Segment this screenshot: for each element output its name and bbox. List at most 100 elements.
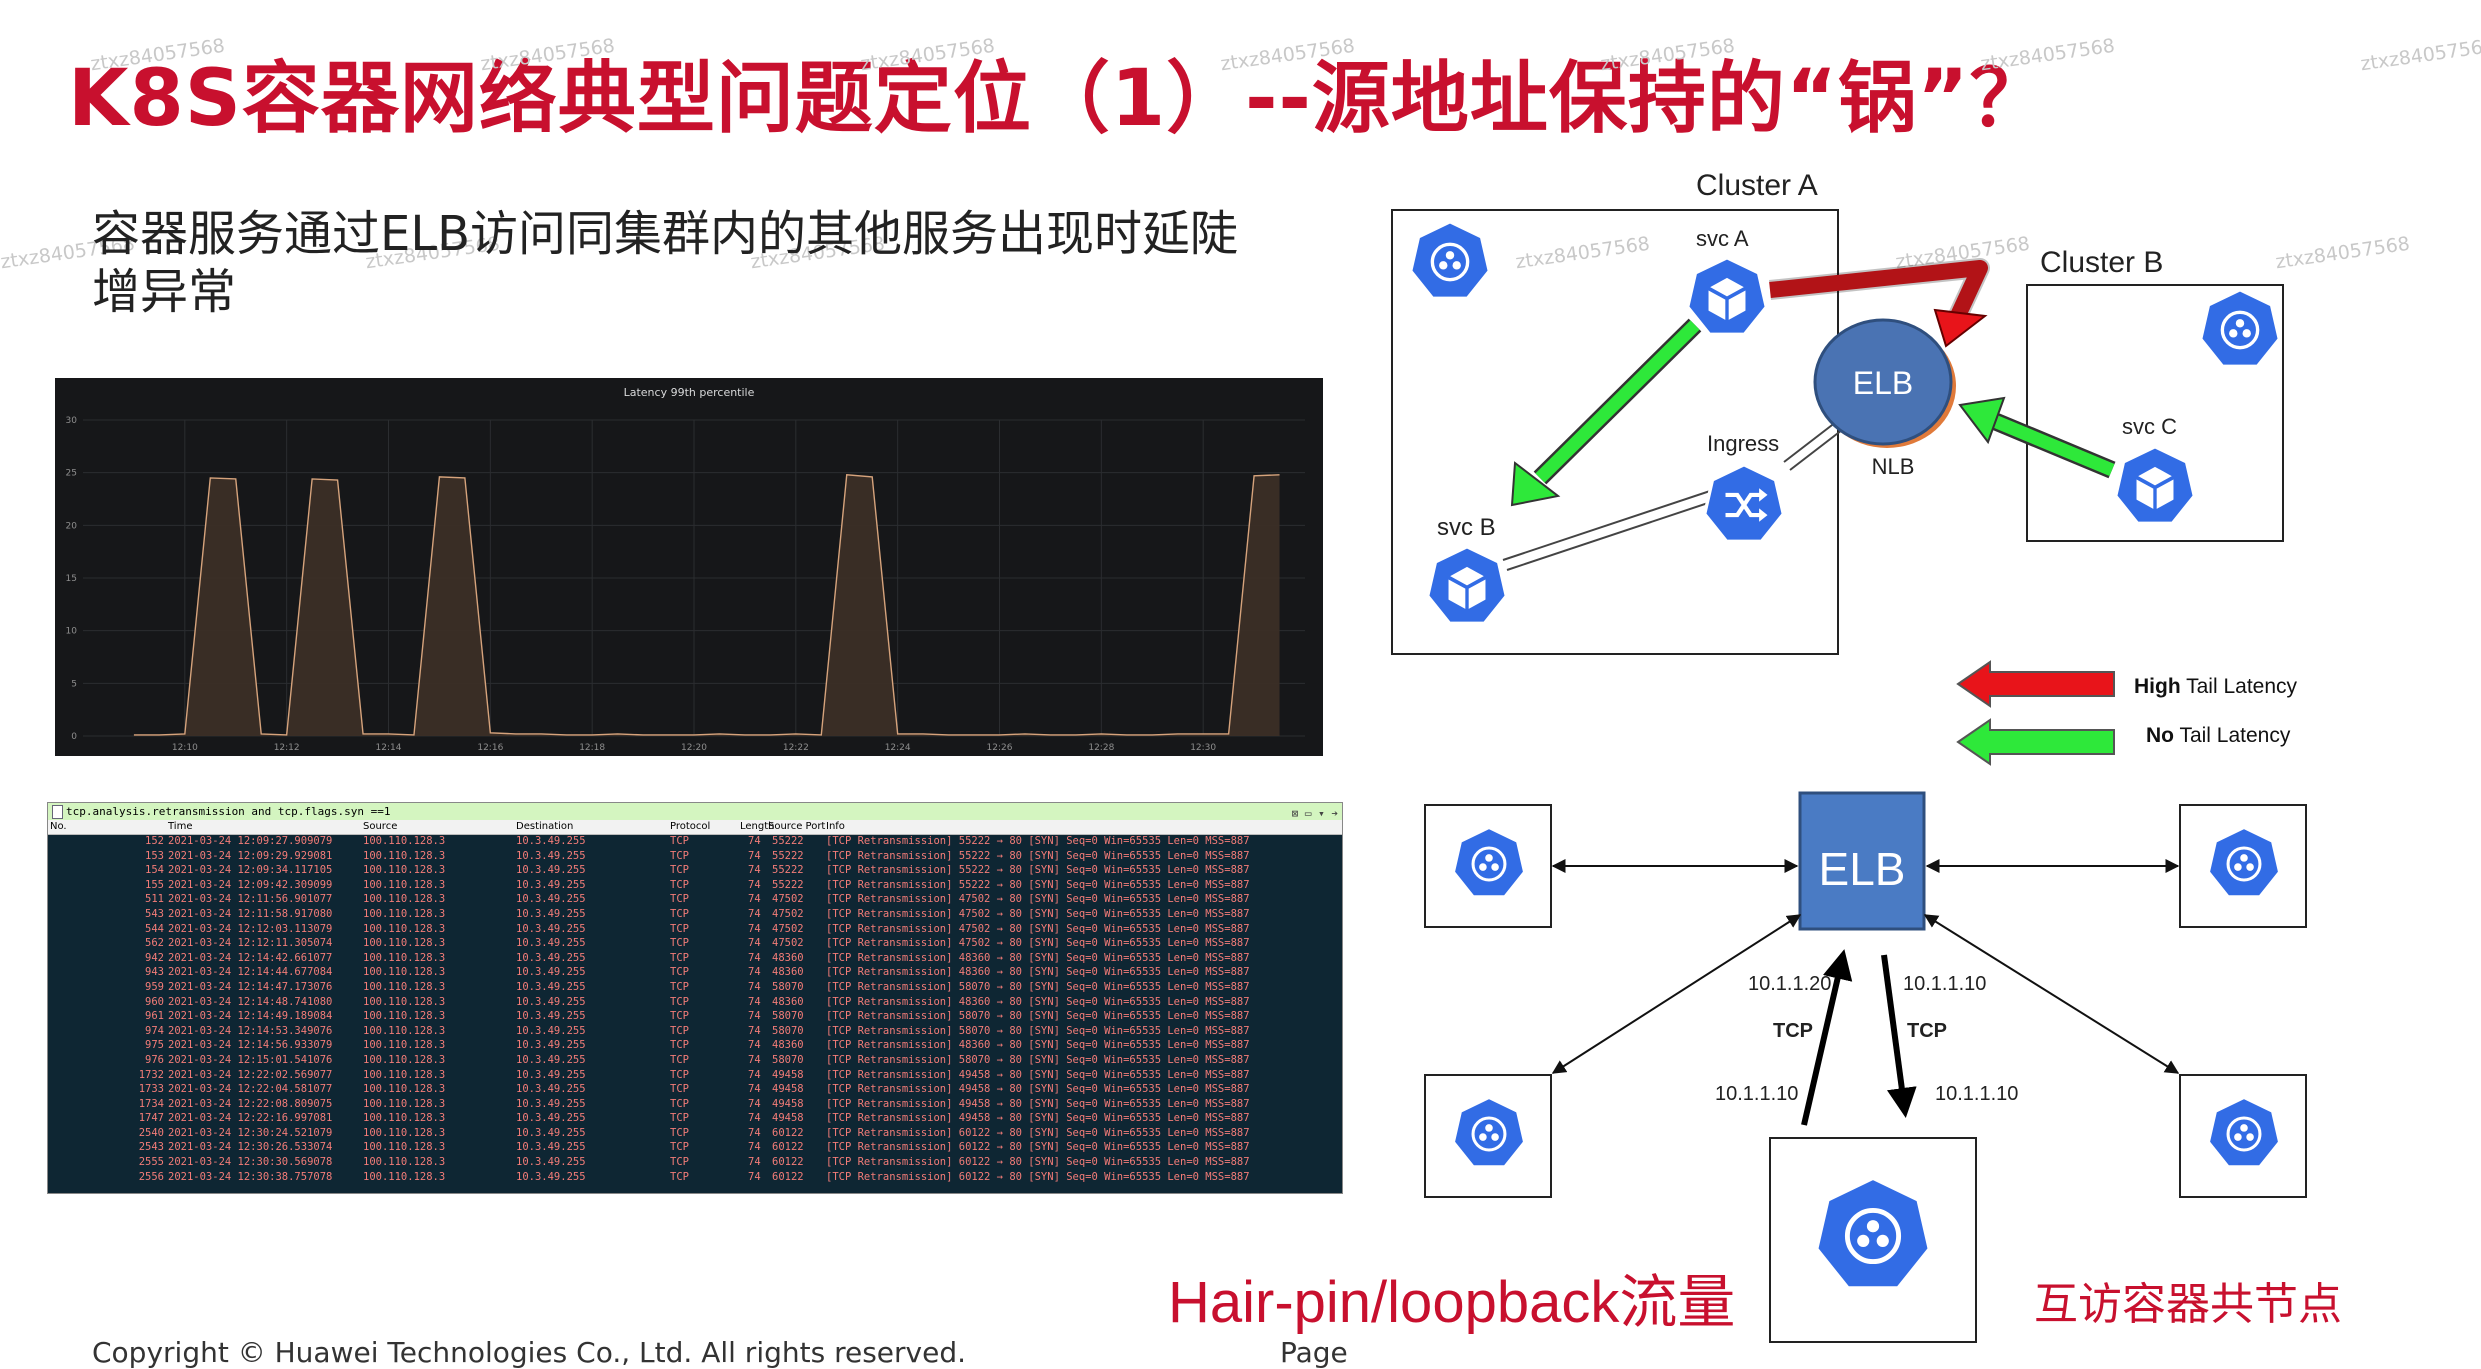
- column-header[interactable]: Source: [363, 821, 398, 832]
- ip-left-top: 10.1.1.20: [1748, 973, 1831, 995]
- column-header[interactable]: Destination: [516, 821, 574, 832]
- packet-cell: [TCP Retransmission] 49458 → 80 [SYN] Se…: [826, 1068, 1250, 1081]
- packet-cell: TCP: [670, 922, 689, 935]
- packet-cell: 74: [748, 966, 761, 979]
- elb-node: [1813, 318, 1953, 446]
- filter-text[interactable]: tcp.analysis.retransmission and tcp.flag…: [66, 805, 391, 818]
- column-header[interactable]: Time: [168, 821, 193, 832]
- packet-cell: 10.3.49.255: [516, 1083, 586, 1096]
- packet-cell: [TCP Retransmission] 58070 → 80 [SYN] Se…: [826, 980, 1250, 993]
- packet-cell: TCP: [670, 864, 689, 877]
- packet-cell: 10.3.49.255: [516, 878, 586, 891]
- column-header[interactable]: Info: [826, 821, 845, 832]
- column-header[interactable]: No.: [50, 821, 67, 832]
- packet-cell: [TCP Retransmission] 49458 → 80 [SYN] Se…: [826, 1112, 1250, 1125]
- ip-left-bottom: 10.1.1.10: [1715, 1083, 1798, 1105]
- k8s-node-icon: [1451, 1096, 1527, 1169]
- node-box-bottom-center: [1769, 1137, 1977, 1343]
- green-arrow-head: [1510, 461, 1561, 507]
- packet-cell: 74: [748, 951, 761, 964]
- packet-cell: 10.3.49.255: [516, 849, 586, 862]
- packet-cell: 10.3.49.255: [516, 835, 586, 847]
- packet-cell: 2021-03-24 12:09:29.929081: [168, 849, 333, 862]
- packet-cell: 2021-03-24 12:14:48.741080: [168, 995, 333, 1008]
- packet-cell: TCP: [670, 1068, 689, 1081]
- node-box-bottom-right: [2179, 1074, 2307, 1198]
- packet-cell: 48360: [772, 995, 804, 1008]
- packet-cell: 58070: [772, 980, 804, 993]
- packet-cell: 2556: [138, 1170, 164, 1183]
- packet-cell: TCP: [670, 1156, 689, 1169]
- ingress-elb-link: [1783, 411, 1850, 463]
- packet-cell: [TCP Retransmission] 48360 → 80 [SYN] Se…: [826, 1039, 1250, 1052]
- red-arrow-outline: [1768, 258, 1990, 327]
- filter-controls-icon[interactable]: ⊠ ▭ ▾ ➔: [1291, 807, 1338, 820]
- watermark: ztxz84057568: [1514, 232, 1652, 274]
- column-header[interactable]: Length: [740, 821, 775, 832]
- column-header[interactable]: Source Port: [768, 821, 826, 832]
- packet-cell: 10.3.49.255: [516, 1141, 586, 1154]
- column-header[interactable]: Protocol: [670, 821, 711, 832]
- packet-cell: [TCP Retransmission] 60122 → 80 [SYN] Se…: [826, 1141, 1250, 1154]
- packet-cell: 74: [748, 980, 761, 993]
- tcp-arrow-up: [1801, 949, 1853, 1126]
- packet-cell: TCP: [670, 1053, 689, 1066]
- packet-cell: TCP: [670, 1097, 689, 1110]
- packet-cell: 74: [748, 1112, 761, 1125]
- link-elb-bottom-right: [1923, 914, 2180, 1074]
- packet-cell: 74: [748, 849, 761, 862]
- packet-cell: 2021-03-24 12:22:08.809075: [168, 1097, 333, 1110]
- packet-cell: 10.3.49.255: [516, 1156, 586, 1169]
- packet-cell: 74: [748, 1053, 761, 1066]
- packet-cell: 2021-03-24 12:11:56.901077: [168, 893, 333, 906]
- ip-right-bottom: 10.1.1.10: [1935, 1083, 2018, 1105]
- packet-cell: 974: [145, 1024, 164, 1037]
- packet-cell: [TCP Retransmission] 60122 → 80 [SYN] Se…: [826, 1156, 1250, 1169]
- packet-cell: 10.3.49.255: [516, 1024, 586, 1037]
- packet-cell: 100.110.128.3: [363, 878, 446, 891]
- x-tick-label: 12:14: [376, 743, 402, 753]
- packet-cell: 100.110.128.3: [363, 1156, 446, 1169]
- svc-c-icon: [2114, 445, 2196, 525]
- bookmark-icon[interactable]: [52, 805, 63, 819]
- packet-cell: 10.3.49.255: [516, 1126, 586, 1139]
- display-filter-bar[interactable]: tcp.analysis.retransmission and tcp.flag…: [48, 803, 1342, 820]
- packet-cell: TCP: [670, 907, 689, 920]
- packet-cell: 2021-03-24 12:14:44.677084: [168, 966, 333, 979]
- packet-cell: 2021-03-24 12:12:11.305074: [168, 937, 333, 950]
- legend-no-bold: No: [2146, 724, 2174, 747]
- x-tick-label: 12:12: [274, 743, 300, 753]
- packet-cell: 975: [145, 1039, 164, 1052]
- packet-cell: 100.110.128.3: [363, 1024, 446, 1037]
- wireshark-panel: tcp.analysis.retransmission and tcp.flag…: [47, 802, 1343, 1194]
- k8s-node-icon: [2206, 1096, 2282, 1169]
- packet-cell: 100.110.128.3: [363, 1126, 446, 1139]
- ip-right-top: 10.1.1.10: [1903, 973, 1986, 995]
- x-tick-label: 12:28: [1088, 743, 1114, 753]
